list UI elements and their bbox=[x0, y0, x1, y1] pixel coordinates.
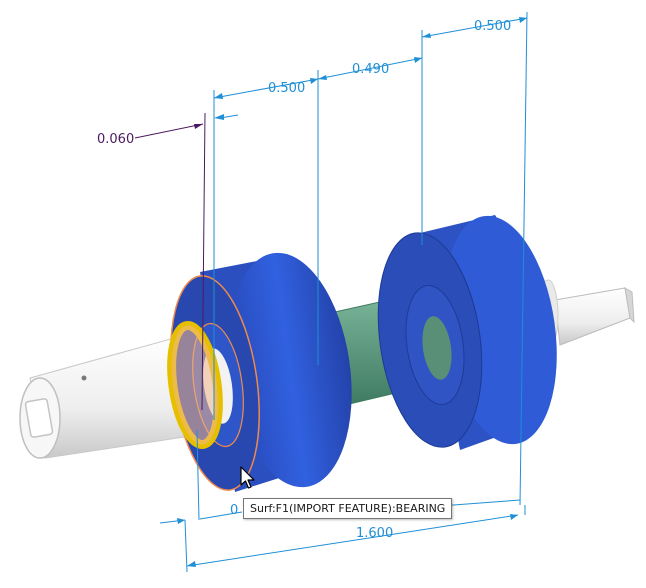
dimension-partial[interactable]: 0 bbox=[230, 503, 238, 518]
right-bearing[interactable] bbox=[365, 208, 570, 453]
dimension-arrows bbox=[177, 17, 527, 567]
dimension-value: 0.060 bbox=[97, 132, 134, 147]
selected-ring[interactable] bbox=[165, 321, 225, 449]
left-shaft[interactable] bbox=[19, 334, 199, 459]
dimension-0-500-b[interactable]: 0.500 bbox=[474, 19, 511, 34]
dimension-0-500-a[interactable]: 0.500 bbox=[268, 81, 305, 96]
dimension-1-600[interactable]: 1.600 bbox=[356, 526, 393, 541]
dimension-lines bbox=[159, 11, 528, 573]
hover-tooltip: Surf:F1(IMPORT FEATURE):BEARING bbox=[243, 498, 453, 519]
dimension-0-060[interactable]: 0.060 bbox=[97, 112, 206, 411]
pin-hole bbox=[81, 375, 87, 381]
dimension-0-490[interactable]: 0.490 bbox=[352, 62, 389, 77]
arrow-pointer-icon bbox=[240, 466, 255, 489]
